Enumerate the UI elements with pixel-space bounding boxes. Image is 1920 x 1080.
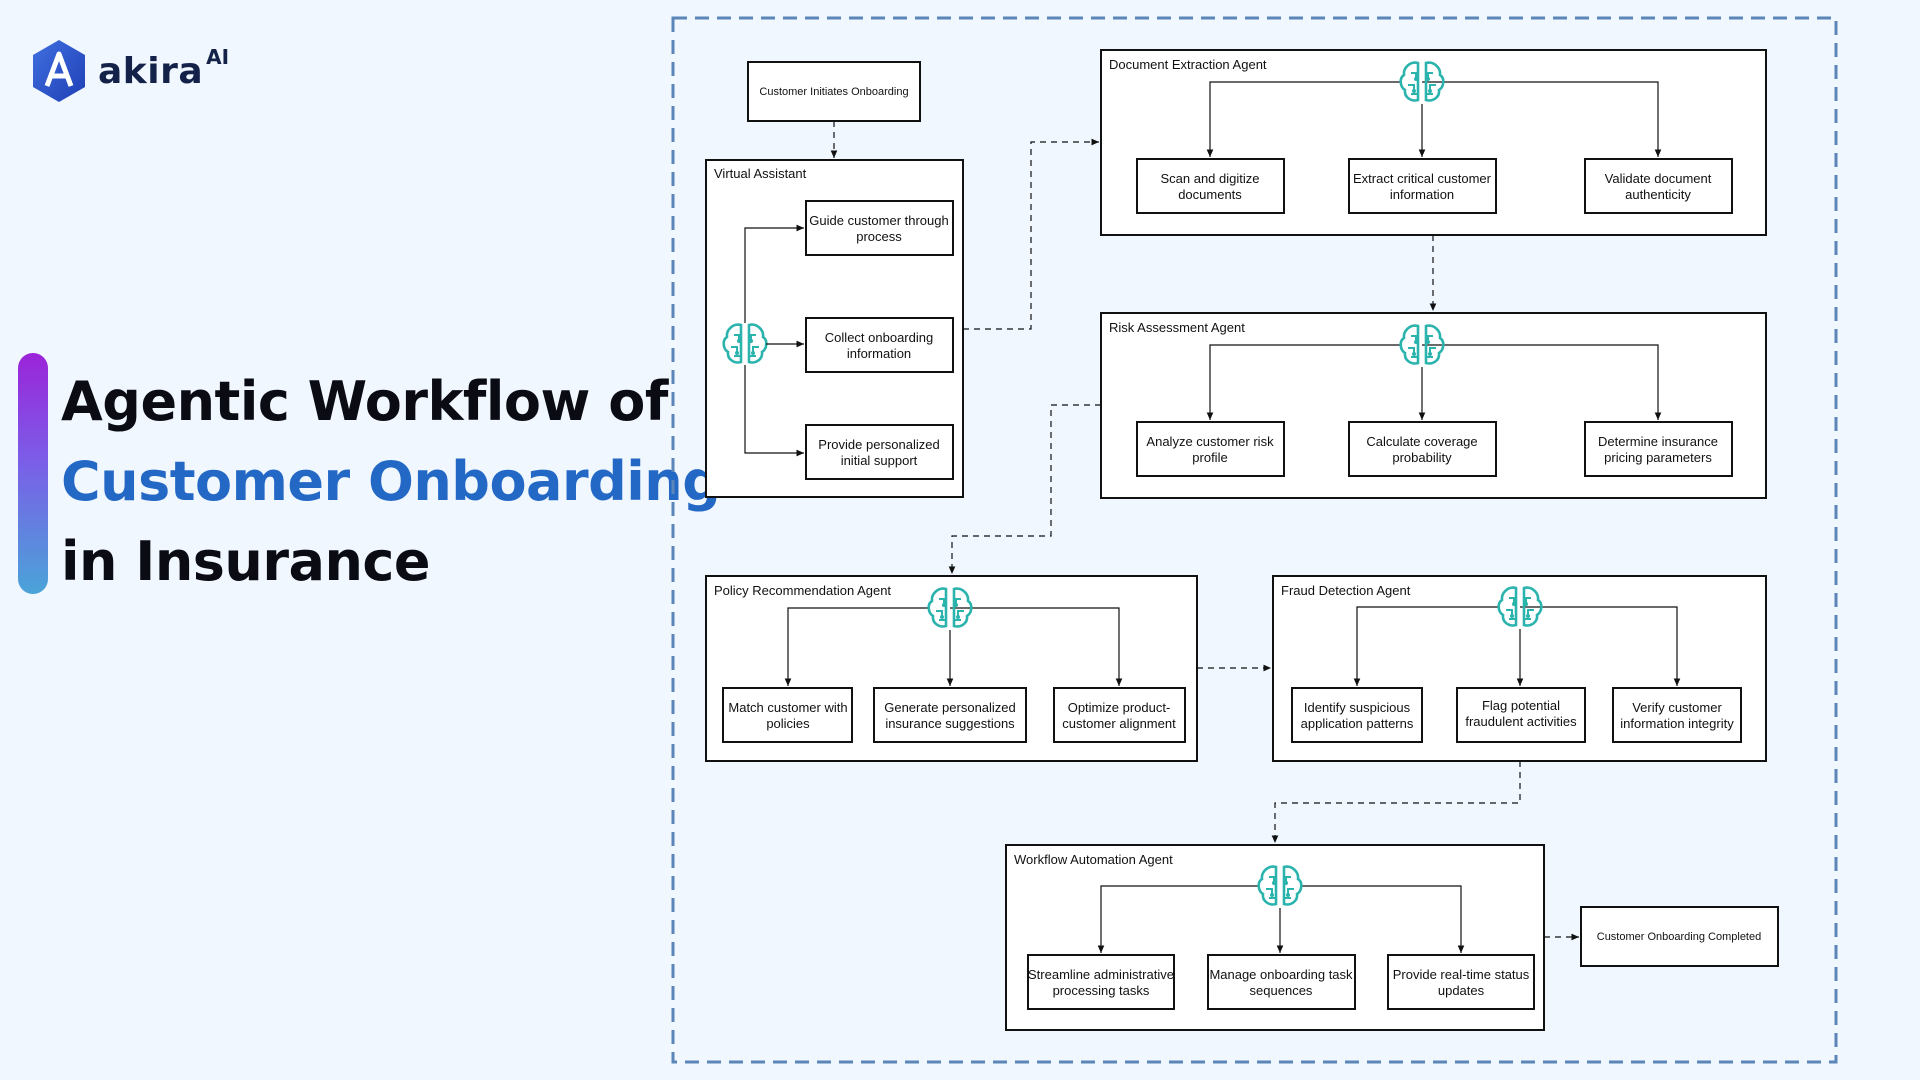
risk-assessment-agent-panel: Risk Assessment Agent Analyze customer r… [1100, 312, 1767, 499]
title-line-3: in Insurance [61, 530, 431, 593]
agent-title: Workflow Automation Agent [1014, 852, 1173, 867]
headline-accent-bar [18, 353, 48, 594]
end-node: Customer Onboarding Completed [1580, 906, 1779, 967]
brand-name: akira [98, 50, 204, 92]
policy-recommendation-agent-panel: Policy Recommendation Agent Match custom… [705, 575, 1198, 762]
agent-title: Risk Assessment Agent [1109, 320, 1245, 335]
diagram-frame [671, 16, 1838, 1064]
workflow-automation-agent-panel: Workflow Automation Agent Streamline adm… [1005, 844, 1545, 1031]
fraud-detection-agent-panel: Fraud Detection Agent Identify suspiciou… [1272, 575, 1767, 762]
svg-text:Optimize product-customer alig: Optimize product-customer alignment [1062, 700, 1176, 731]
title-line-1: Agentic Workflow of [61, 370, 668, 433]
brand-logo: akira AI [30, 38, 229, 104]
flow-connectors [830, 121, 1579, 941]
virtual-assistant-title: Virtual Assistant [714, 166, 807, 181]
brand-suffix: AI [206, 45, 230, 69]
agent-title: Fraud Detection Agent [1281, 583, 1411, 598]
task-box: Optimize product-customer alignment [1053, 687, 1186, 743]
page-title: Agentic Workflow of Customer Onboarding … [61, 362, 721, 602]
document-extraction-agent-panel: Document Extraction Agent Scan and digit… [1100, 49, 1767, 236]
agent-title: Policy Recommendation Agent [714, 583, 891, 598]
start-label: Customer Initiates Onboarding [759, 86, 908, 98]
agent-title: Document Extraction Agent [1109, 57, 1267, 72]
virtual-assistant-panel: Virtual Assistant Guide customer through… [705, 159, 964, 498]
start-node: Customer Initiates Onboarding [747, 61, 921, 122]
title-line-2: Customer Onboarding [61, 450, 721, 513]
end-label: Customer Onboarding Completed [1597, 931, 1761, 943]
akira-logo-icon [33, 40, 85, 102]
